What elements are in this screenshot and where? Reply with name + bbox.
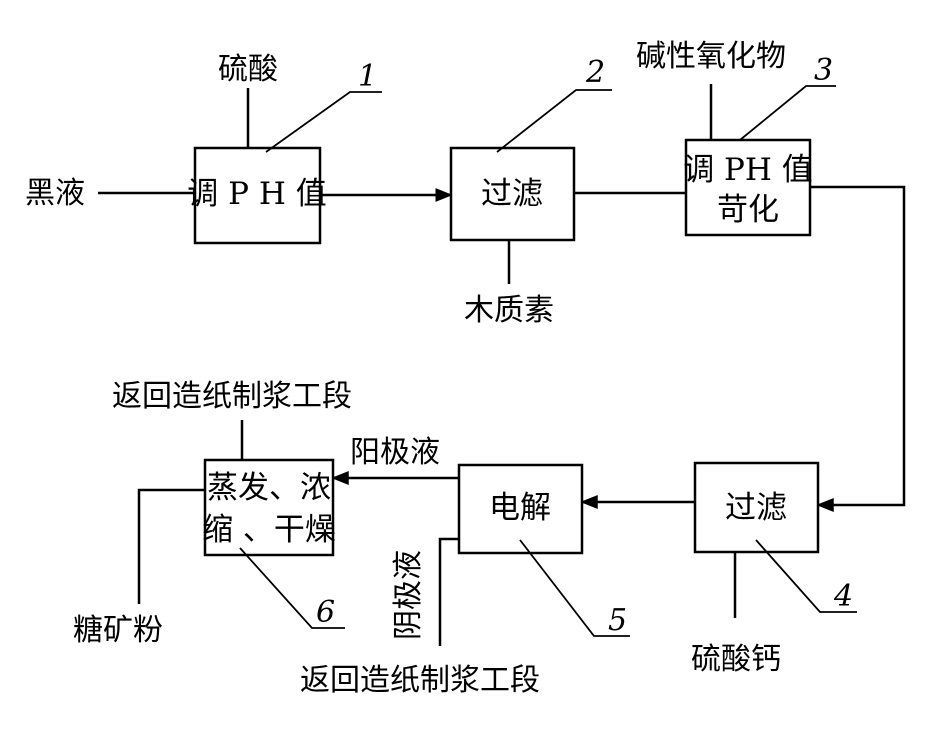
label-return-top: 返回造纸制浆工段 [112, 379, 352, 414]
box-2-filter [449, 146, 576, 242]
box-6-text-line2: 缩 、干燥 [202, 512, 336, 548]
box-1-ph-adjust [193, 146, 322, 245]
number-5: 5 [608, 603, 627, 638]
box-1-text: 调 P H 值 [187, 176, 326, 212]
box-3-ph-causticize [684, 138, 812, 237]
number-3: 3 [814, 53, 833, 88]
line-catholyte-to-box5 [438, 537, 459, 646]
leader-2 [496, 89, 612, 153]
box-3-text-line2: 苛化 [717, 192, 779, 228]
box-6-text-line1: 蒸发、浓 [207, 470, 331, 506]
leader-5 [519, 539, 630, 637]
label-return-bottom: 返回造纸制浆工段 [300, 663, 540, 698]
leader-6 [239, 547, 345, 629]
box-5-text: 电解 [489, 490, 551, 526]
leader-1 [265, 91, 382, 153]
box-2-text: 过滤 [481, 176, 543, 212]
number-1: 1 [358, 59, 377, 94]
line-sugar-ore-to-box6 [137, 488, 205, 604]
box-5-electrolysis [457, 463, 584, 555]
number-4: 4 [833, 579, 853, 614]
leader-3 [739, 85, 836, 141]
label-anolyte: 阳极液 [350, 435, 440, 470]
box-3-text-line1: 调 PH 值 [683, 152, 813, 188]
line-box3-to-box4 [810, 185, 906, 512]
label-sugar-ore-powder: 糖矿粉 [73, 613, 163, 648]
label-alkaline-oxide: 碱性氧化物 [636, 39, 786, 74]
label-black-liquor: 黑液 [25, 176, 85, 211]
box-4-text: 过滤 [725, 490, 787, 526]
number-6: 6 [316, 595, 335, 630]
box-6-evaporate-dry [203, 458, 335, 557]
label-lignin: 木质素 [464, 293, 554, 328]
label-calcium-sulfate: 硫酸钙 [691, 642, 781, 677]
number-2: 2 [585, 55, 605, 90]
box-4-filter [693, 461, 820, 554]
label-catholyte: 阴极液 [391, 550, 426, 640]
label-sulfuric-acid: 硫酸 [218, 52, 278, 87]
leader-4 [755, 539, 857, 613]
